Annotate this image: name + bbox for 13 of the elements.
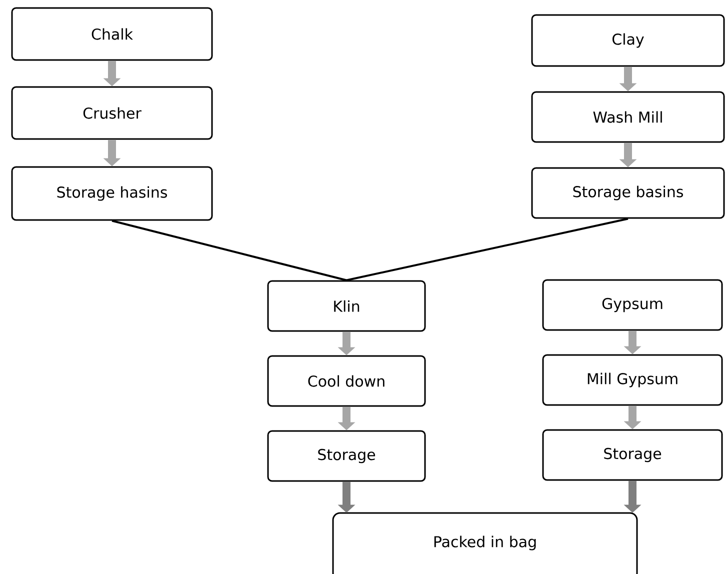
process-box: Storage hasins [11, 166, 213, 221]
process-box: Clay [531, 14, 725, 67]
process-box: Storage basins [531, 167, 725, 219]
process-box: Cool down [267, 355, 426, 407]
process-box: Chalk [11, 7, 213, 61]
process-box: Crusher [11, 86, 213, 140]
process-box: Storage [267, 430, 426, 482]
process-box: Packed in bag [332, 512, 638, 574]
process-box: Mill Gypsum [542, 354, 723, 406]
process-box: Storage [542, 429, 723, 481]
process-box: Klin [267, 280, 426, 332]
process-box: Wash Mill [531, 91, 725, 143]
process-box: Gypsum [542, 279, 723, 331]
